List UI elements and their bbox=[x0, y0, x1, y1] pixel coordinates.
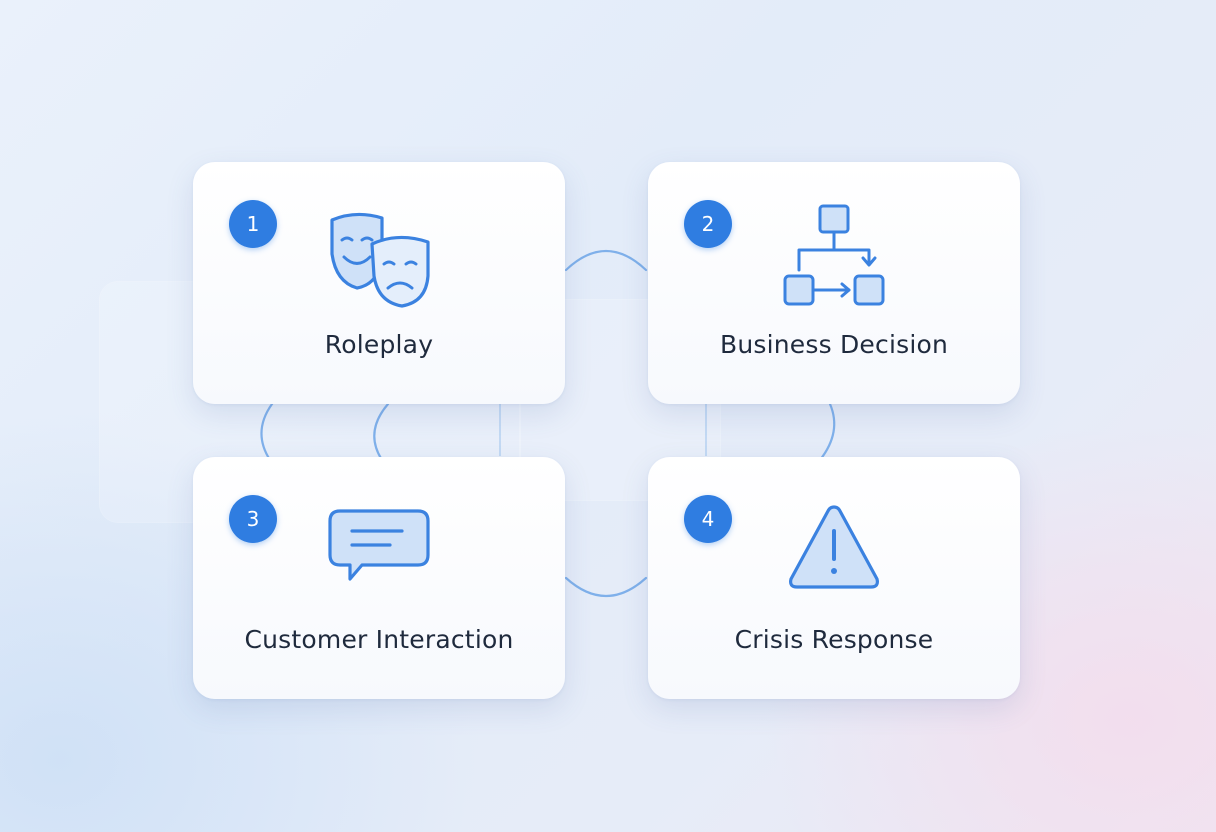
flowchart-icon bbox=[783, 204, 885, 306]
card-label: Business Decision bbox=[719, 330, 949, 359]
connector-arc-bottom bbox=[564, 576, 648, 598]
card-label: Customer Interaction bbox=[244, 625, 514, 654]
card-roleplay[interactable]: 1 Roleplay bbox=[193, 162, 565, 404]
connector-arc-right bbox=[818, 402, 836, 462]
connector-arc-top bbox=[564, 250, 648, 272]
step-badge: 1 bbox=[229, 200, 277, 248]
step-badge: 2 bbox=[684, 200, 732, 248]
connector-arc-left-outer bbox=[260, 402, 274, 462]
chat-bubble-icon bbox=[328, 509, 430, 581]
connector-arc-left-inner bbox=[373, 402, 390, 462]
warning-triangle-icon bbox=[789, 505, 879, 589]
theater-masks-icon bbox=[330, 212, 430, 308]
card-crisis-response[interactable]: 4 Crisis Response bbox=[648, 457, 1020, 699]
card-business-decision[interactable]: 2 Business Decision bbox=[648, 162, 1020, 404]
card-label: Roleplay bbox=[324, 330, 434, 359]
step-badge: 4 bbox=[684, 495, 732, 543]
card-label: Crisis Response bbox=[734, 625, 934, 654]
card-customer-interaction[interactable]: 3 Customer Interaction bbox=[193, 457, 565, 699]
step-badge: 3 bbox=[229, 495, 277, 543]
